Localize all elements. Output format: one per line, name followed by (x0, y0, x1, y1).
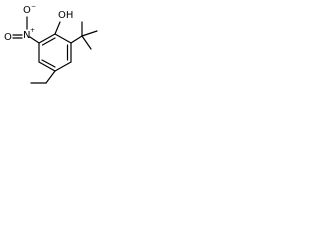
ring-bond-c1-c2 (54, 33, 72, 44)
tert-butyl-group (70, 21, 98, 50)
benzene-ring (38, 33, 72, 72)
ring-bond-c4-c5 (38, 61, 56, 72)
bond-cq-me2 (81, 30, 98, 37)
ethyl-group (30, 70, 56, 84)
molecule-diagram: OH N + O − O (4, 3, 98, 84)
nitro-o-side-label: O (4, 32, 12, 43)
nitro-o-top-label: O (23, 5, 31, 16)
bond-cq-me3 (81, 35, 92, 50)
ring-double-bond-c6-c1 (41, 37, 56, 46)
nitro-o-top-charge: − (31, 3, 36, 10)
bond-c1-o (54, 21, 61, 35)
nitro-n-charge: + (30, 27, 35, 34)
ring-bond-c6-c1 (38, 33, 56, 44)
bond-c6-n (29, 36, 40, 44)
bond-c2-cq (70, 35, 83, 44)
bond-c4-ch2 (45, 70, 56, 84)
ring-bond-c3-c4 (54, 61, 72, 72)
ring-double-bond-c4-c5 (41, 59, 56, 68)
hydroxyl-label: OH (58, 10, 73, 21)
nitro-n-label: N (23, 30, 30, 41)
